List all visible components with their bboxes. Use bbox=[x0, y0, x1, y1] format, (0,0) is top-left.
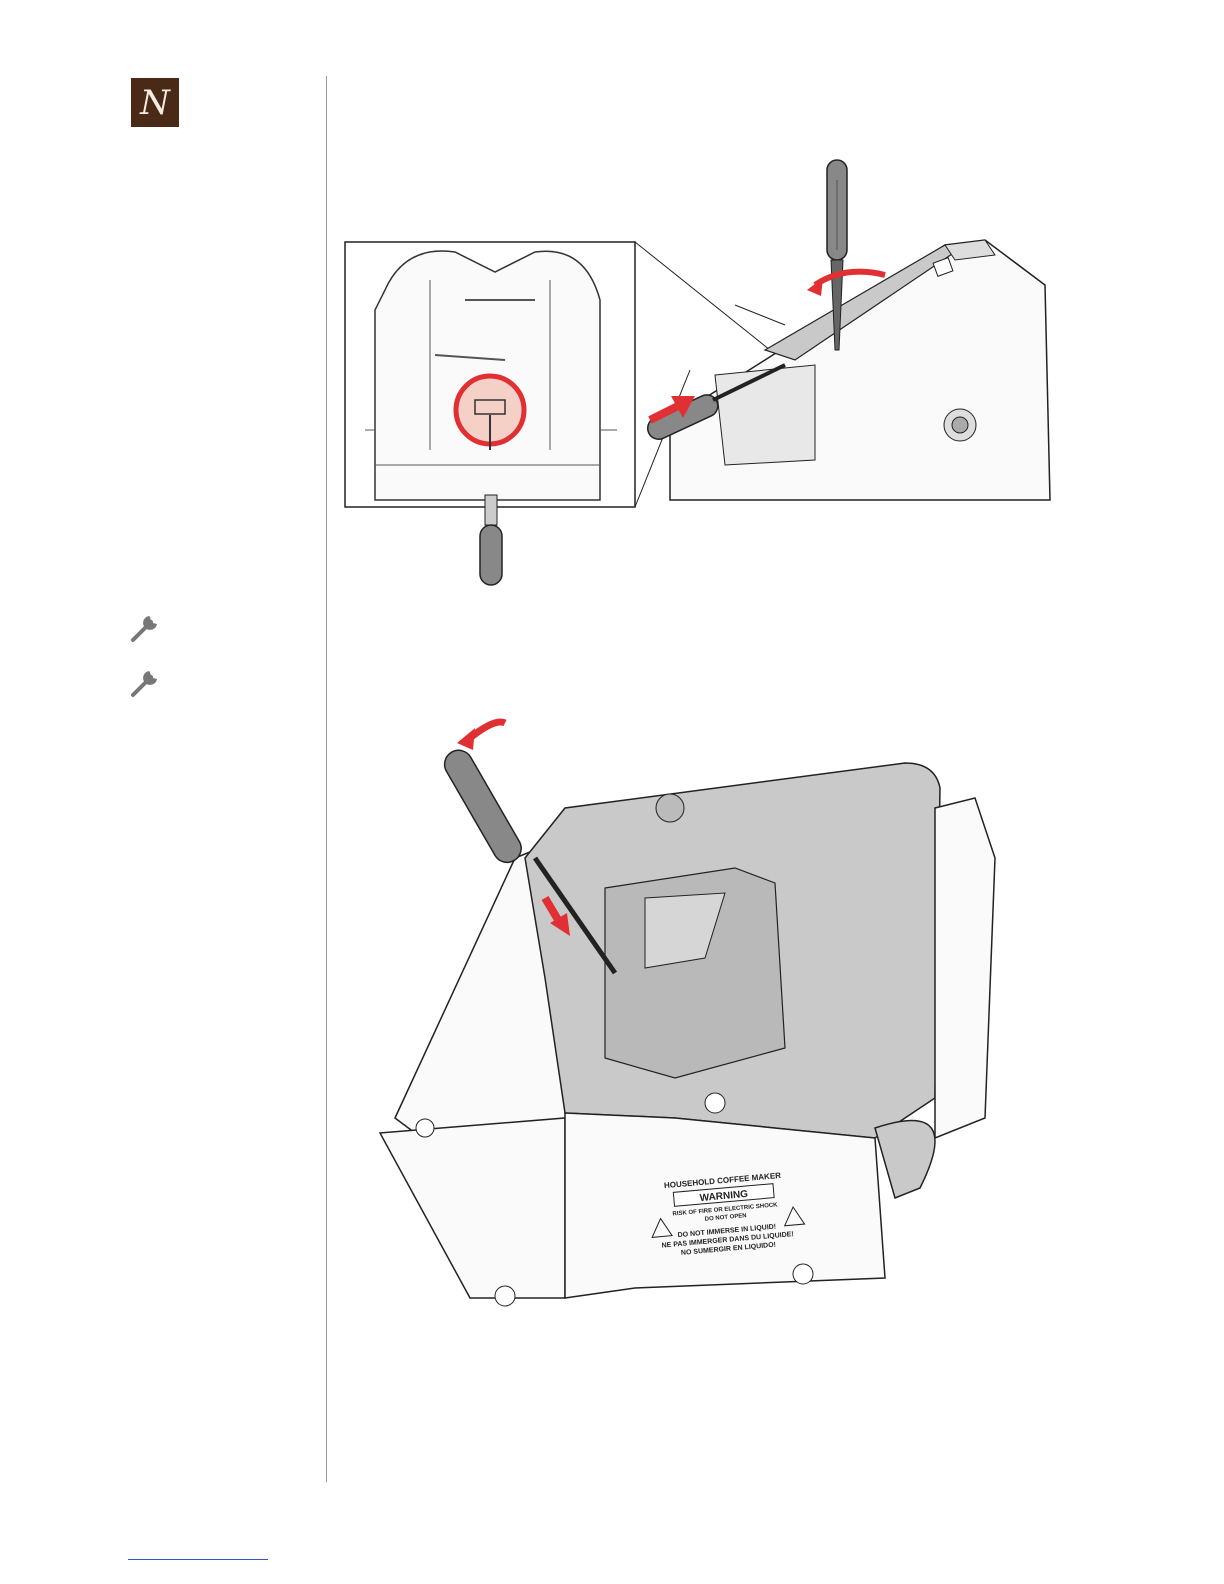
footer-link-underline[interactable] bbox=[128, 1559, 268, 1560]
screwdriver-lever-base-housing-illustration: HOUSEHOLD COFFEE MAKER WARNING RISK OF F… bbox=[375, 718, 1000, 1308]
logo-letter: N bbox=[140, 86, 170, 120]
nespresso-logo: N bbox=[131, 78, 179, 127]
column-divider bbox=[326, 76, 327, 1482]
wrench-icon bbox=[129, 608, 165, 644]
screwdriver-release-top-panel-illustration bbox=[345, 160, 1050, 590]
wrench-icon bbox=[129, 663, 165, 699]
